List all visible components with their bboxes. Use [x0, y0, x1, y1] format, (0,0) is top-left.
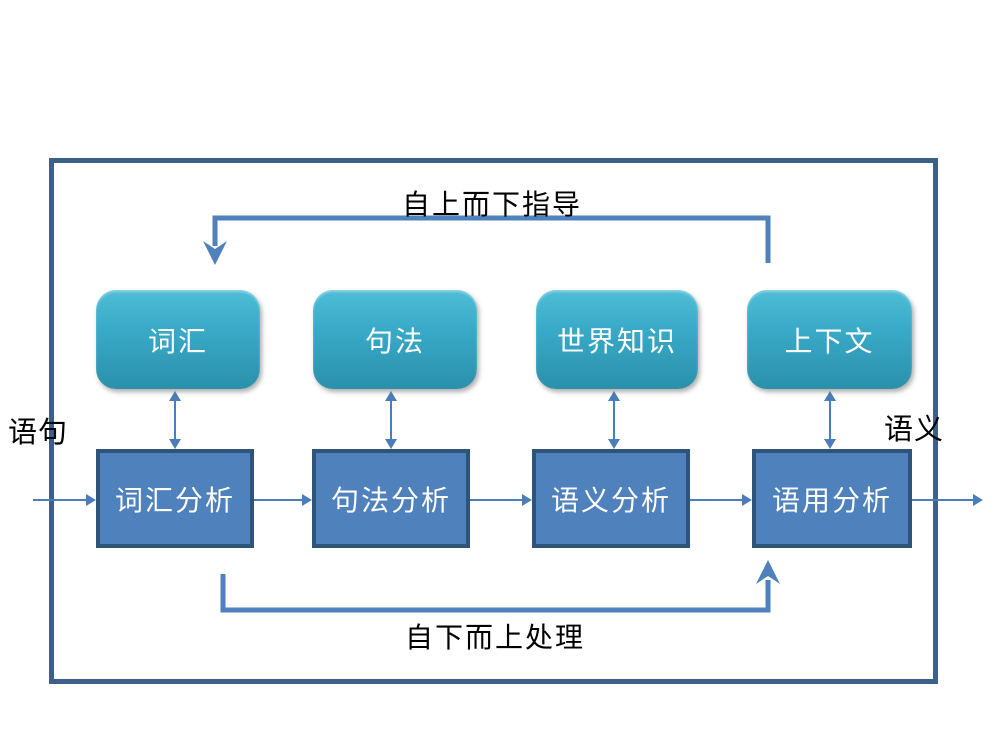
input-flow-arrow — [33, 494, 96, 506]
process-box-pragmatic-analysis: 语用分析 — [752, 449, 912, 548]
process-box-semantic-analysis-label: 语义分析 — [550, 483, 671, 517]
flow-arrow-syntactic-to-semantic — [470, 494, 532, 506]
process-box-pragmatic-analysis-label: 语用分析 — [771, 483, 892, 517]
knowledge-box-world-knowledge: 世界知识 — [536, 290, 698, 389]
output-flow-arrow — [912, 494, 983, 506]
top-down-feedback-arrow — [203, 215, 771, 265]
flow-arrow-semantic-to-pragmatic — [690, 494, 752, 506]
knowledge-box-lexicon-label: 词汇 — [147, 324, 208, 358]
process-box-lexical-analysis: 词汇分析 — [96, 449, 254, 548]
process-box-semantic-analysis: 语义分析 — [532, 449, 690, 548]
knowledge-box-syntax-label: 句法 — [364, 324, 425, 358]
top-down-guidance-label: 自上而下指导 — [402, 188, 583, 221]
knowledge-box-lexicon: 词汇 — [96, 290, 260, 389]
output-semantics-label: 语义 — [884, 412, 945, 446]
knowledge-box-syntax: 句法 — [313, 290, 477, 389]
knowledge-box-world-knowledge-label: 世界知识 — [556, 324, 677, 358]
input-sentence-label: 语句 — [8, 415, 69, 449]
bidirectional-arrow-syntax — [385, 391, 397, 449]
process-box-syntactic-analysis-label: 句法分析 — [330, 483, 451, 517]
knowledge-box-context: 上下文 — [747, 290, 912, 389]
process-box-syntactic-analysis: 句法分析 — [312, 449, 470, 548]
bidirectional-arrow-world-knowledge — [608, 391, 620, 449]
bidirectional-arrow-context — [824, 391, 836, 449]
bottom-up-processing-label: 自下而上处理 — [405, 621, 586, 654]
outer-frame — [49, 158, 938, 684]
flow-arrow-lexical-to-syntactic — [254, 494, 312, 506]
knowledge-box-context-label: 上下文 — [784, 324, 875, 358]
bottom-up-process-arrow — [220, 560, 780, 613]
process-box-lexical-analysis-label: 词汇分析 — [114, 483, 235, 517]
bidirectional-arrow-lexicon — [169, 391, 181, 449]
